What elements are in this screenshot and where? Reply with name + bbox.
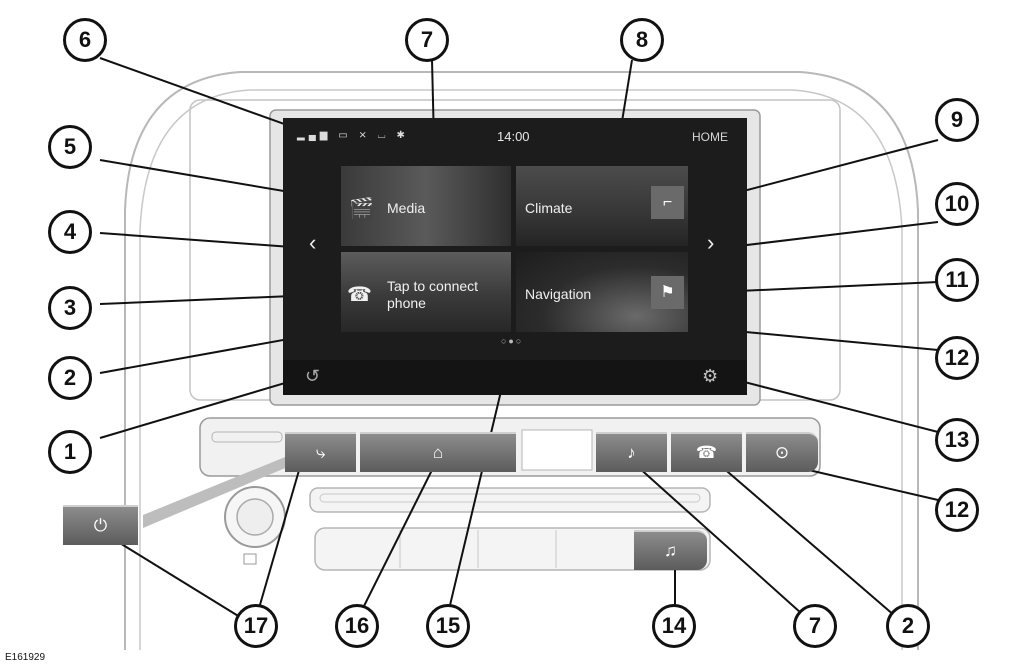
callout-17: 17 [234,604,278,648]
callout-1: 1 [48,430,92,474]
callout-16: 16 [335,604,379,648]
seat-button[interactable]: ⌐ [651,186,684,219]
callout-5: 5 [48,125,92,169]
home-button[interactable]: ⌂ [360,432,516,472]
callout-9: 9 [935,98,979,142]
status-bar: ▂▄▆ ▭ ⨯ ⌴ ✱ 14:00 HOME [283,118,747,158]
back-icon[interactable]: ↺ [305,366,321,386]
navigation-arrow-icon: ⊙ [774,443,790,462]
media-clapper-note-icon: ♪ [627,443,636,462]
callout-7-bottom: 7 [793,604,837,648]
climate-label: Climate [525,200,573,216]
page-indicator: ○●○ [501,336,524,346]
home-label: HOME [692,130,728,144]
bottom-bar [283,360,747,395]
callout-2-bottom: 2 [886,604,930,648]
music-note-icon: ♫ [664,541,677,560]
status-icons: ▂▄▆ ▭ ⨯ ⌴ ✱ [297,130,409,141]
callout-12-bottom: 12 [935,488,979,532]
next-page-icon[interactable]: › [707,230,715,255]
media-tile[interactable]: 🎬 Media [341,166,511,246]
antenna-icon: ⨯ [358,130,371,141]
clock: 14:00 [497,129,530,144]
destination-button[interactable]: ⚑ [651,276,684,309]
callout-13: 13 [935,418,979,462]
callout-7: 7 [405,18,449,62]
source-button[interactable]: ⤷ [285,432,356,472]
phone-handset-icon: ☎ [347,284,372,306]
power-icon: ⏻ [93,516,108,535]
phone-tile[interactable]: ☎ Tap to connect phone [341,252,511,332]
callout-3: 3 [48,286,92,330]
house-icon: ⌂ [432,443,444,462]
signal-bars-icon: ▂▄▆ [297,130,332,141]
phone-label: Tap to connect phone [387,278,479,311]
callout-6: 6 [63,18,107,62]
callout-12-top: 12 [935,336,979,380]
callout-8: 8 [620,18,664,62]
callout-11: 11 [935,258,979,302]
seat-icon: ⌐ [662,194,673,211]
music-button[interactable]: ♫ [634,530,707,570]
media-label: Media [387,200,426,216]
figure-code: E161929 [5,652,46,663]
phone-handset-icon: ☎ [695,443,718,462]
callout-15: 15 [426,604,470,648]
bracket-icon: ⌴ [377,130,390,141]
touchscreen: ▂▄▆ ▭ ⨯ ⌴ ✱ 14:00 HOME 🎬 Media Climate ⌐… [283,118,747,395]
callout-4: 4 [48,210,92,254]
navigation-button[interactable]: ⊙ [746,432,818,472]
source-icon: ⤷ [315,443,326,462]
bluetooth-icon: ✱ [396,130,409,141]
checkered-flag-icon: ⚑ [660,284,675,301]
phone-button[interactable]: ☎ [671,432,742,472]
callout-2-left: 2 [48,356,92,400]
media-button[interactable]: ♪ [596,432,667,472]
callout-14: 14 [652,604,696,648]
navigation-label: Navigation [525,286,592,302]
power-button[interactable]: ⏻ [63,505,138,545]
callout-10: 10 [935,182,979,226]
media-clapper-note-icon: 🎬 [349,198,374,220]
battery-icon: ▭ [338,130,352,141]
previous-page-icon[interactable]: ‹ [309,230,317,255]
settings-gear-icon[interactable]: ⚙ [702,366,719,386]
